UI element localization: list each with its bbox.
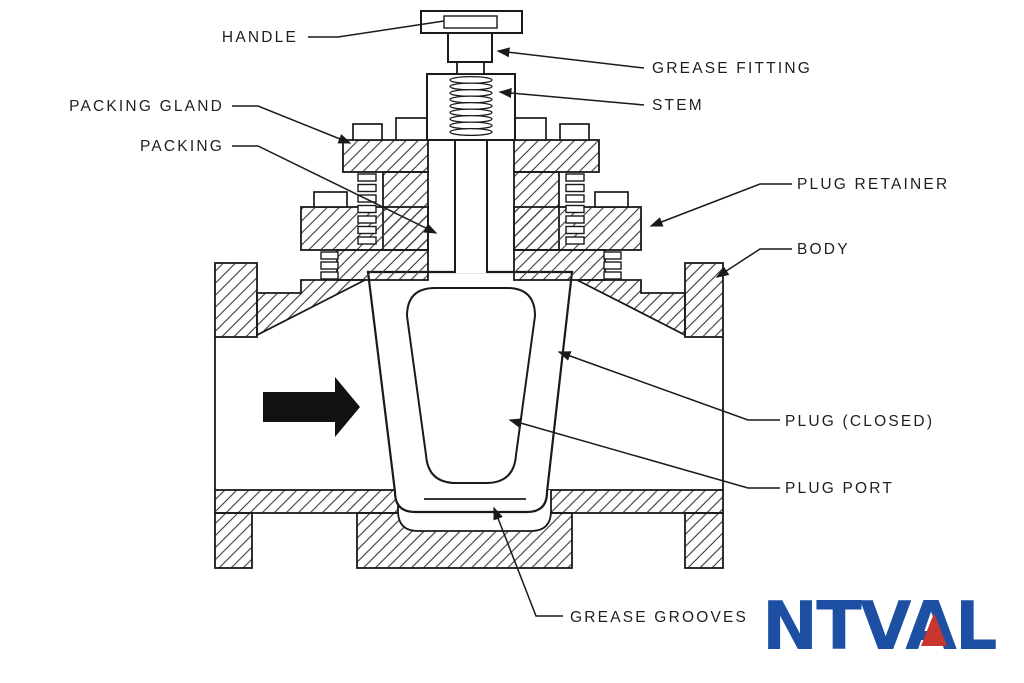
grease-fitting-block — [447, 32, 493, 63]
ntval-logo: NTVAL — [762, 587, 998, 665]
logo-red-triangle — [921, 613, 947, 646]
bolt-heads — [313, 117, 629, 208]
packing-gland-right — [513, 139, 600, 173]
label-handle: HANDLE — [222, 29, 298, 46]
gland-bolt-threads-left — [357, 173, 377, 245]
label-stem: STEM — [652, 97, 704, 114]
label-packing-gland: PACKING GLAND — [69, 98, 224, 115]
body-wall-top-right — [576, 279, 686, 337]
bolt-threads — [320, 173, 622, 280]
label-plug-closed: PLUG (CLOSED) — [785, 413, 934, 430]
body-flange-top-left — [214, 262, 258, 338]
label-packing: PACKING — [140, 138, 224, 155]
leader-plug-retainer — [649, 183, 792, 227]
label-plug-retainer: PLUG RETAINER — [797, 176, 949, 193]
plug-retainer-left-lower — [336, 249, 429, 281]
leader-packing-gland — [232, 105, 352, 144]
leader-plug-port — [508, 418, 780, 489]
retainer-bolt-threads-left — [320, 251, 339, 280]
stem-handle-assembly — [420, 10, 523, 273]
label-plug-port: PLUG PORT — [785, 480, 894, 497]
retainer-bolt-head-right — [594, 191, 629, 208]
body-flange-bottom-right — [684, 512, 724, 569]
label-grease-grooves: GREASE GROOVES — [570, 609, 748, 626]
gland-bolt-threads-right — [565, 173, 585, 245]
handle-neck — [456, 61, 485, 75]
gland-bolt-head-left — [352, 123, 383, 141]
leader-grease-fitting — [496, 47, 645, 69]
part-labels: HANDLE PACKING GLAND PACKING GREASE FITT… — [69, 29, 949, 626]
leader-grease-grooves — [493, 506, 563, 617]
packing-gland-left — [342, 139, 429, 173]
body-bottom-band-left — [214, 489, 403, 514]
label-grease-fitting: GREASE FITTING — [652, 60, 812, 77]
gland-stud-head-right — [514, 117, 547, 141]
gland-bolt-head-right — [559, 123, 590, 141]
leader-plug-closed — [557, 351, 780, 421]
retainer-bolt-threads-right — [603, 251, 622, 280]
body-flange-top-right — [684, 262, 724, 338]
leader-stem — [498, 88, 645, 106]
stem-threads — [449, 75, 493, 137]
plug-port-outline — [405, 287, 537, 484]
gland-stud-head-left — [395, 117, 428, 141]
body-flange-bottom-left — [214, 512, 253, 569]
bonnet-assembly — [300, 117, 642, 281]
plug — [366, 270, 574, 514]
stem-shaft — [454, 139, 488, 273]
flow-arrow — [263, 377, 360, 437]
leader-lines — [232, 20, 792, 617]
valve-body — [214, 262, 724, 569]
leader-handle — [308, 20, 445, 38]
body-wall-top-left — [256, 279, 366, 337]
leader-packing — [232, 145, 438, 234]
retainer-bolt-head-left — [313, 191, 348, 208]
plug-retainer-right-lower — [513, 249, 606, 281]
logo-text: NTVAL — [762, 587, 996, 665]
body-bottom-band-right — [547, 489, 724, 514]
label-body: BODY — [797, 241, 850, 258]
leader-body — [715, 248, 792, 278]
handle-bar-inner — [443, 15, 498, 29]
